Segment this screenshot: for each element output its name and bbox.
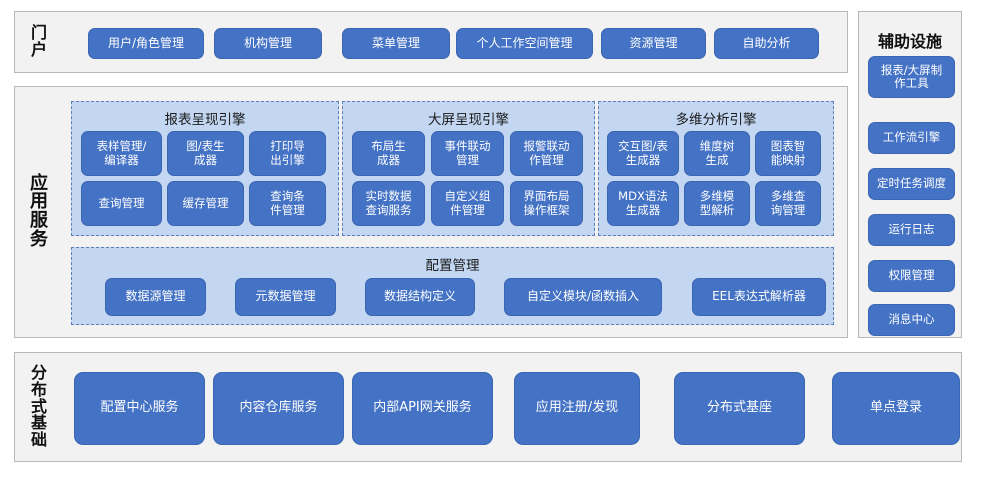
report-item-query-condition[interactable]: 查询条 件管理 [249,181,326,226]
app-service-row-label: 应用服务 [15,87,63,337]
config-item-eel-parser[interactable]: EEL表达式解析器 [692,278,826,316]
engine-group-report-title: 报表呈现引擎 [164,112,246,128]
report-item-template-editor[interactable]: 表样管理/ 编译器 [81,131,162,176]
config-item-custom-module[interactable]: 自定义模块/函数插入 [504,278,662,316]
distributed-item-config-center[interactable]: 配置中心服务 [74,372,205,445]
portal-item-org[interactable]: 机构管理 [214,28,322,59]
aux-item-permission-manage[interactable]: 权限管理 [868,260,955,292]
aux-item-runtime-log[interactable]: 运行日志 [868,214,955,246]
portal-section: 门户 用户/角色管理 机构管理 菜单管理 个人工作空间管理 资源管理 自助分析 [14,11,848,73]
portal-item-self-analysis[interactable]: 自助分析 [714,28,819,59]
portal-item-resource[interactable]: 资源管理 [601,28,706,59]
engine-group-olap: 多维分析引擎 交互图/表 生成器 维度树 生成 图表智 能映射 MDX语法 生成… [598,101,834,236]
olap-item-query-manage[interactable]: 多维查 询管理 [755,181,821,226]
portal-item-menu[interactable]: 菜单管理 [342,28,450,59]
aux-panel-title: 辅助设施 [877,32,942,51]
portal-item-workspace[interactable]: 个人工作空间管理 [456,28,593,59]
portal-item-user-role[interactable]: 用户/角色管理 [88,28,204,59]
distributed-section: 分布式基础 配置中心服务 内容仓库服务 内部API网关服务 应用注册/发现 分布… [14,352,962,462]
olap-item-model-parser[interactable]: 多维模 型解析 [684,181,750,226]
config-group: 配置管理 数据源管理 元数据管理 数据结构定义 自定义模块/函数插入 EEL表达… [71,247,834,325]
olap-item-smart-mapping[interactable]: 图表智 能映射 [755,131,821,176]
distributed-item-sso[interactable]: 单点登录 [832,372,960,445]
distributed-item-api-gateway[interactable]: 内部API网关服务 [352,372,493,445]
engine-group-report: 报表呈现引擎 表样管理/ 编译器 图/表生 成器 打印导 出引擎 查询管理 缓存… [71,101,339,236]
aux-item-message-center[interactable]: 消息中心 [868,304,955,336]
config-group-title: 配置管理 [425,258,480,274]
olap-item-interactive-chart[interactable]: 交互图/表 生成器 [607,131,679,176]
distributed-item-base-platform[interactable]: 分布式基座 [674,372,805,445]
config-item-datasource[interactable]: 数据源管理 [105,278,206,316]
report-item-query-manage[interactable]: 查询管理 [81,181,162,226]
portal-row-label-text: 门户 [31,23,48,59]
app-service-row-label-text: 应用服务 [30,172,48,250]
distributed-item-content-repo[interactable]: 内容仓库服务 [213,372,344,445]
config-item-metadata[interactable]: 元数据管理 [235,278,336,316]
portal-row-label: 门户 [15,12,63,72]
report-item-cache-manage[interactable]: 缓存管理 [167,181,244,226]
engine-group-olap-title: 多维分析引擎 [675,112,757,128]
report-item-chart-generator[interactable]: 图/表生 成器 [167,131,244,176]
app-service-section: 应用服务 报表呈现引擎 表样管理/ 编译器 图/表生 成器 打印导 出引擎 查询… [14,86,848,338]
bigscreen-item-layout-generator[interactable]: 布局生 成器 [352,131,425,176]
distributed-item-app-registry[interactable]: 应用注册/发现 [514,372,640,445]
engine-group-bigscreen-title: 大屏呈现引擎 [428,112,509,128]
bigscreen-item-event-linkage[interactable]: 事件联动 管理 [431,131,504,176]
olap-item-dimension-tree[interactable]: 维度树 生成 [684,131,750,176]
distributed-row-label: 分布式基础 [15,353,63,461]
bigscreen-item-alarm-action[interactable]: 报警联动 作管理 [510,131,583,176]
bigscreen-item-custom-component[interactable]: 自定义组 件管理 [431,181,504,226]
olap-item-mdx-generator[interactable]: MDX语法 生成器 [607,181,679,226]
config-item-schema-definition[interactable]: 数据结构定义 [365,278,475,316]
report-item-print-export[interactable]: 打印导 出引擎 [249,131,326,176]
aux-item-workflow-engine[interactable]: 工作流引擎 [868,122,955,154]
aux-item-task-scheduler[interactable]: 定时任务调度 [868,168,955,200]
aux-panel: 辅助设施 报表/大屏制 作工具 工作流引擎 定时任务调度 运行日志 权限管理 消… [858,11,962,338]
engine-group-bigscreen: 大屏呈现引擎 布局生 成器 事件联动 管理 报警联动 作管理 实时数据 查询服务… [342,101,595,236]
bigscreen-item-ui-framework[interactable]: 界面布局 操作框架 [510,181,583,226]
distributed-row-label-text: 分布式基础 [31,363,48,449]
aux-item-report-builder[interactable]: 报表/大屏制 作工具 [868,56,955,98]
bigscreen-item-realtime-query[interactable]: 实时数据 查询服务 [352,181,425,226]
